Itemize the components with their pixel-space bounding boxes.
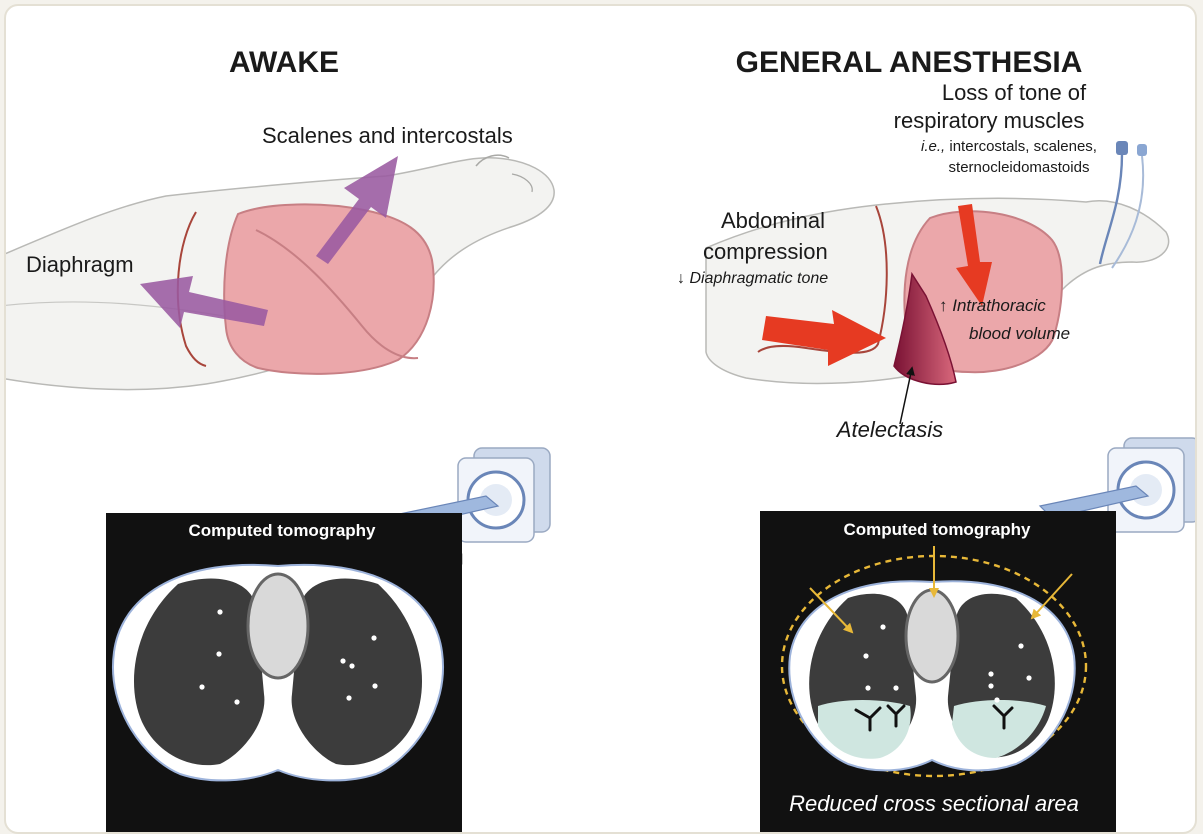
loss-of-tone-line1: Loss of tone of <box>942 80 1087 105</box>
loss-of-tone-line2: respiratory muscles <box>894 108 1085 133</box>
anesthesia-ct-title: Computed tomography <box>844 520 1032 539</box>
loss-of-tone-examples1: i.e., intercostals, scalenes, <box>921 138 1097 155</box>
figure-canvas: AWAKE Scalenes and intercostals Diaphrag… <box>6 6 1197 834</box>
diaphragm-label: Diaphragm <box>26 252 134 277</box>
awake-ct-title: Computed tomography <box>189 521 377 540</box>
figure-frame: AWAKE Scalenes and intercostals Diaphrag… <box>4 4 1197 834</box>
intrathoracic-label-line2: blood volume <box>969 324 1070 343</box>
loss-of-tone-examples2: sternocleidomastoids <box>949 159 1090 176</box>
intrathoracic-label-line1: ↑ Intrathoracic <box>939 296 1046 315</box>
anesthesia-title: GENERAL ANESTHESIA <box>736 46 1083 79</box>
ct-caption: Reduced cross sectional area <box>789 791 1079 816</box>
awake-ct-panel <box>106 513 462 834</box>
abdominal-label-line3: ↓ Diaphragmatic tone <box>677 270 828 287</box>
abdominal-label-line2: compression <box>703 239 828 264</box>
anesthesia-ct-panel <box>760 511 1116 834</box>
atelectasis-label: Atelectasis <box>835 417 943 442</box>
scalenes-label: Scalenes and intercostals <box>262 123 513 148</box>
awake-title: AWAKE <box>229 46 339 79</box>
abdominal-label-line1: Abdominal <box>721 208 825 233</box>
